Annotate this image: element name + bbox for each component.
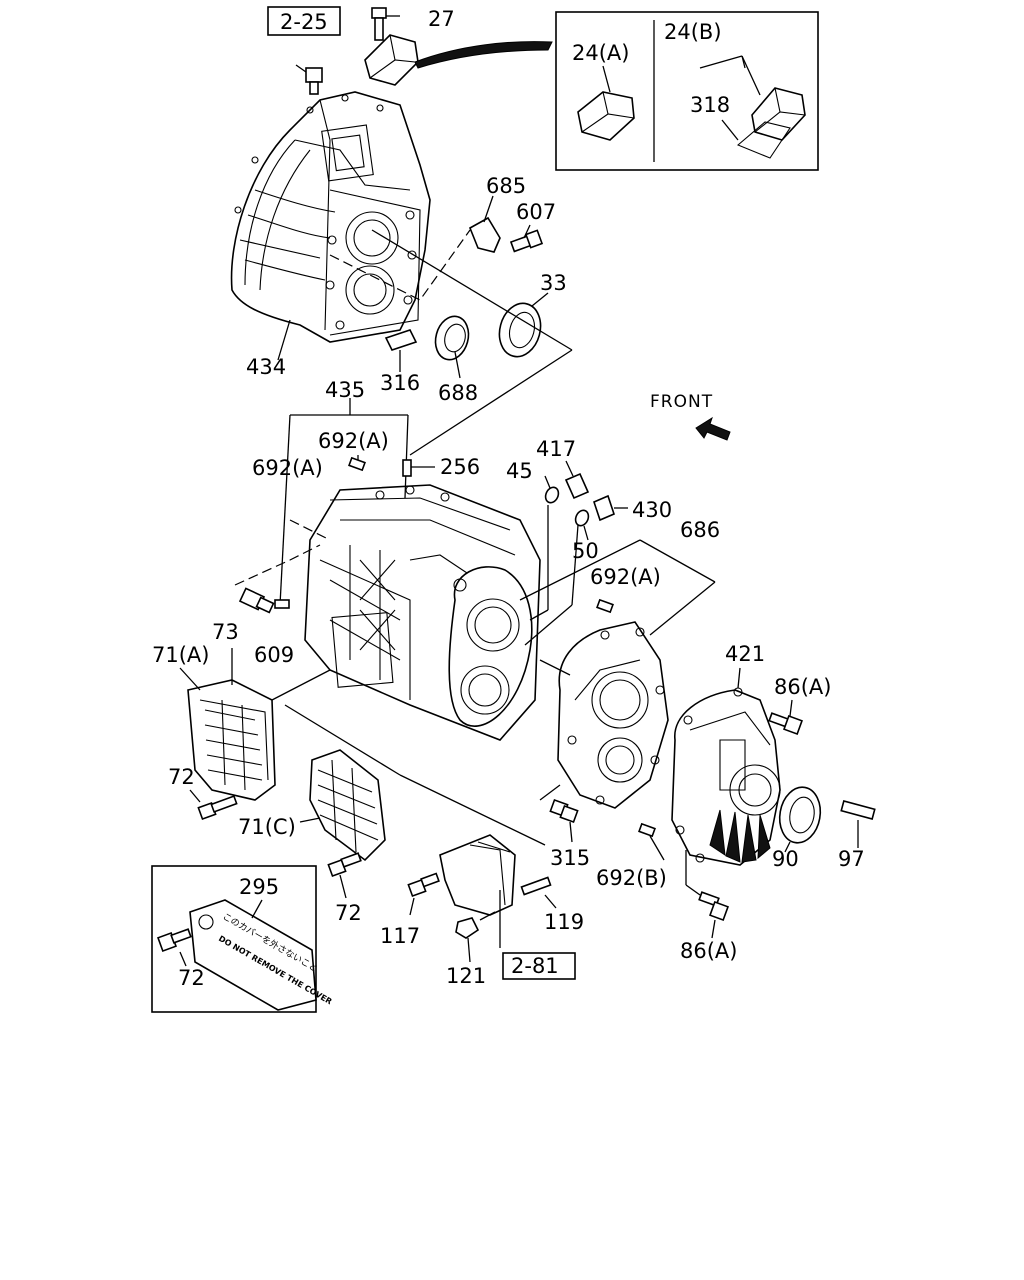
intermediate-plate-686 (557, 621, 669, 809)
label-24b[interactable]: 24(B) (664, 20, 722, 44)
stud-97 (840, 800, 876, 848)
front-arrow-icon (695, 416, 731, 441)
nut-121 (455, 917, 480, 963)
label-71c[interactable]: 71(C) (238, 815, 296, 839)
label-435[interactable]: 435 (325, 378, 365, 402)
washer-45 (544, 475, 560, 504)
pto-cover (439, 834, 516, 916)
dowel-692a (348, 456, 366, 472)
label-ref-2-25[interactable]: 2-25 (280, 10, 328, 34)
label-117[interactable]: 117 (380, 924, 420, 948)
dowel-692a-plate (596, 598, 614, 614)
label-607[interactable]: 607 (516, 200, 556, 224)
label-72-1[interactable]: 72 (168, 765, 195, 789)
label-33[interactable]: 33 (540, 271, 567, 295)
dowel-692b (638, 822, 665, 861)
label-692a-3[interactable]: 692(A) (590, 565, 661, 589)
bolt-609 (238, 587, 290, 614)
bracket-685 (468, 195, 501, 253)
plug-417 (564, 460, 590, 500)
inset-box-24 (555, 11, 819, 171)
label-24a[interactable]: 24(A) (572, 41, 629, 65)
bolt-72-upper (189, 789, 238, 821)
label-430[interactable]: 430 (632, 498, 672, 522)
clutch-housing (230, 91, 431, 343)
bolt-27 (371, 7, 400, 41)
label-73[interactable]: 73 (212, 620, 239, 644)
label-316[interactable]: 316 (380, 371, 420, 395)
label-97[interactable]: 97 (838, 847, 865, 871)
key-316 (384, 329, 418, 372)
pin-256 (402, 459, 435, 477)
label-50[interactable]: 50 (572, 539, 599, 563)
oil-seal-33 (498, 292, 549, 358)
label-692a-2[interactable]: 692(A) (252, 456, 323, 480)
bolt-2-25 (295, 64, 323, 95)
bolt-86a-upper (768, 699, 803, 735)
warning-plate-inset (151, 865, 317, 1013)
ref-box-2-81 (502, 952, 576, 980)
label-ref-2-81[interactable]: 2-81 (511, 954, 559, 978)
label-27[interactable]: 27 (428, 7, 455, 31)
label-121[interactable]: 121 (446, 964, 486, 988)
label-256[interactable]: 256 (440, 455, 480, 479)
bearing-688 (434, 315, 470, 379)
label-685[interactable]: 685 (486, 174, 526, 198)
transmission-case (304, 484, 541, 741)
plug-430 (593, 494, 628, 522)
label-295[interactable]: 295 (239, 875, 279, 899)
bolt-315 (549, 798, 579, 843)
label-434[interactable]: 434 (246, 355, 286, 379)
rear-housing-421 (671, 687, 781, 866)
label-72-2[interactable]: 72 (335, 901, 362, 925)
label-119[interactable]: 119 (544, 910, 584, 934)
label-692a-1[interactable]: 692(A) (318, 429, 389, 453)
ref-box-2-25 (267, 6, 341, 36)
label-688[interactable]: 688 (438, 381, 478, 405)
bolt-72-inset (157, 928, 192, 967)
label-71a[interactable]: 71(A) (152, 643, 209, 667)
stud-119 (520, 876, 557, 909)
label-315[interactable]: 315 (550, 846, 590, 870)
cover-71c (309, 749, 386, 862)
label-686[interactable]: 686 (680, 518, 720, 542)
label-86a-1[interactable]: 86(A) (774, 675, 831, 699)
label-90[interactable]: 90 (772, 847, 799, 871)
oil-seal-90 (778, 786, 822, 853)
label-318[interactable]: 318 (690, 93, 730, 117)
label-86a-2[interactable]: 86(A) (680, 939, 737, 963)
bolt-607 (509, 224, 544, 253)
label-front: FRONT (650, 392, 713, 412)
bolt-117 (407, 872, 440, 916)
bolt-72-middle (327, 852, 362, 899)
cover-71a (187, 679, 276, 801)
washer-50 (574, 509, 590, 541)
breather-cover-24 (364, 34, 553, 86)
label-72-3[interactable]: 72 (178, 966, 205, 990)
label-421[interactable]: 421 (725, 642, 765, 666)
label-417[interactable]: 417 (536, 437, 576, 461)
label-609[interactable]: 609 (254, 643, 294, 667)
label-692b[interactable]: 692(B) (596, 866, 667, 890)
label-45[interactable]: 45 (506, 459, 533, 483)
bolt-86a-lower (698, 891, 729, 939)
